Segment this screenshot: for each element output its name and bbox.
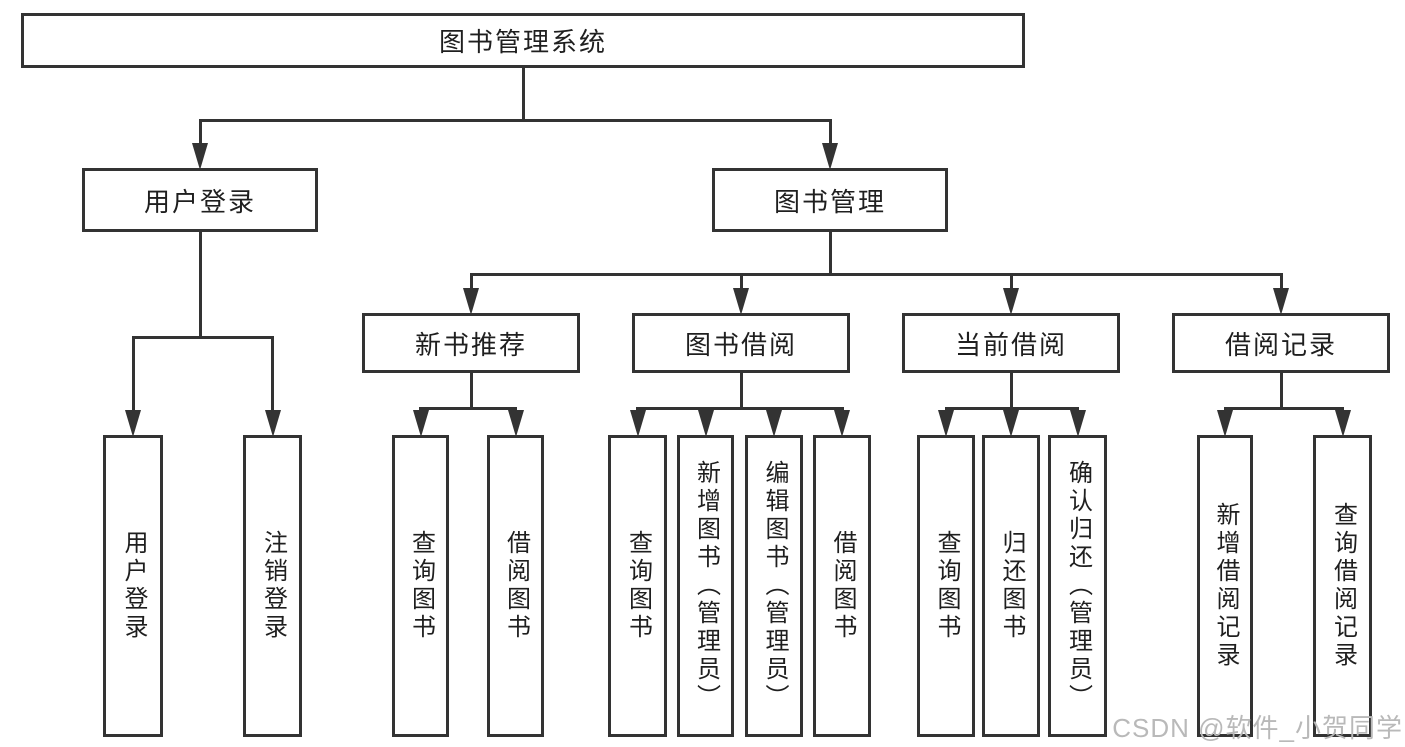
node-user-login: 用户登录 — [82, 168, 318, 232]
arrow-down-icon — [507, 410, 524, 437]
arrow-down-icon — [1069, 410, 1086, 437]
connector-stem — [1009, 373, 1013, 410]
node-leaf-edit-books: 编辑图书（管理员） — [745, 435, 803, 737]
arrow-down-icon — [766, 410, 782, 437]
node-leaf-query-books-3: 查询图书 — [917, 435, 975, 737]
node-label: 新增图书（管理员） — [692, 460, 720, 712]
node-label: 编辑图书（管理员） — [761, 460, 788, 712]
node-leaf-logout: 注销登录 — [243, 435, 302, 737]
connector-split — [419, 407, 517, 410]
arrow-down-icon — [1334, 410, 1351, 437]
connector-drop — [1279, 273, 1283, 293]
node-leaf-confirm-return: 确认归还（管理员） — [1048, 435, 1107, 737]
node-borrow-records: 借阅记录 — [1172, 313, 1390, 373]
connector-drop — [828, 119, 832, 148]
connector-stem — [828, 232, 832, 276]
node-leaf-add-borrow-record: 新增借阅记录 — [1197, 435, 1253, 737]
node-leaf-query-books-1: 查询图书 — [392, 435, 449, 737]
arrow-down-icon — [1273, 288, 1289, 315]
arrow-down-icon — [733, 288, 749, 315]
connector-drop — [1009, 273, 1013, 293]
connector-drop — [131, 336, 135, 415]
node-current-borrow: 当前借阅 — [902, 313, 1120, 373]
node-leaf-query-borrow-record: 查询借阅记录 — [1313, 435, 1372, 737]
arrow-down-icon — [412, 410, 429, 437]
connector-stem — [521, 68, 525, 122]
node-root: 图书管理系统 — [21, 13, 1025, 68]
node-label: 归还图书 — [998, 530, 1025, 642]
arrow-down-icon — [125, 410, 141, 437]
connector-drop — [469, 273, 473, 293]
arrow-down-icon — [1003, 288, 1019, 315]
connector-stem — [1279, 373, 1283, 410]
connector-split — [131, 336, 274, 339]
node-label: 图书管理 — [773, 186, 886, 217]
node-label: 借阅图书 — [829, 530, 856, 642]
node-book-borrow: 图书借阅 — [632, 313, 850, 373]
connector-split — [1223, 407, 1344, 410]
connector-stem — [739, 373, 743, 410]
node-label: 查询图书 — [933, 530, 960, 642]
node-leaf-return-books: 归还图书 — [982, 435, 1040, 737]
node-label: 注销登录 — [259, 530, 287, 642]
arrow-down-icon — [938, 410, 954, 437]
node-label: 图书借阅 — [684, 329, 797, 360]
node-label: 新增借阅记录 — [1212, 502, 1239, 670]
node-label: 用户登录 — [143, 186, 256, 217]
node-label: 新书推荐 — [414, 329, 527, 360]
node-book-management: 图书管理 — [712, 168, 948, 232]
watermark: CSDN @软件_小贺同学 — [1112, 713, 1403, 743]
node-label: 借阅图书 — [502, 530, 530, 642]
connector-stem — [198, 232, 202, 339]
arrow-down-icon — [1003, 410, 1019, 437]
node-label: 查询图书 — [624, 530, 652, 642]
node-leaf-add-books: 新增图书（管理员） — [677, 435, 734, 737]
node-leaf-borrow-books-2: 借阅图书 — [813, 435, 871, 737]
arrow-down-icon — [834, 410, 850, 437]
arrow-down-icon — [697, 410, 714, 437]
arrow-down-icon — [463, 288, 479, 315]
connector-split — [198, 119, 832, 122]
connector-drop — [198, 119, 202, 148]
connector-drop — [739, 273, 743, 293]
connector-stem — [469, 373, 473, 410]
node-leaf-query-books-2: 查询图书 — [608, 435, 667, 737]
arrow-down-icon — [1217, 410, 1233, 437]
node-label: 查询图书 — [407, 530, 435, 642]
arrow-down-icon — [629, 410, 646, 437]
node-label: 借阅记录 — [1224, 329, 1337, 360]
arrow-down-icon — [192, 143, 208, 170]
arrow-down-icon — [264, 410, 281, 437]
node-leaf-borrow-books-1: 借阅图书 — [487, 435, 544, 737]
node-label: 图书管理系统 — [438, 27, 607, 57]
node-leaf-user-login: 用户登录 — [103, 435, 163, 737]
node-label: 确认归还（管理员） — [1064, 460, 1092, 712]
node-label: 当前借阅 — [954, 329, 1067, 360]
node-label: 查询借阅记录 — [1329, 502, 1357, 670]
node-label: 用户登录 — [120, 530, 147, 642]
connector-drop — [271, 336, 274, 415]
arrow-down-icon — [822, 143, 838, 170]
connector-split — [469, 273, 1283, 276]
node-new-book-recommend: 新书推荐 — [362, 313, 580, 373]
connector-split — [636, 407, 844, 410]
